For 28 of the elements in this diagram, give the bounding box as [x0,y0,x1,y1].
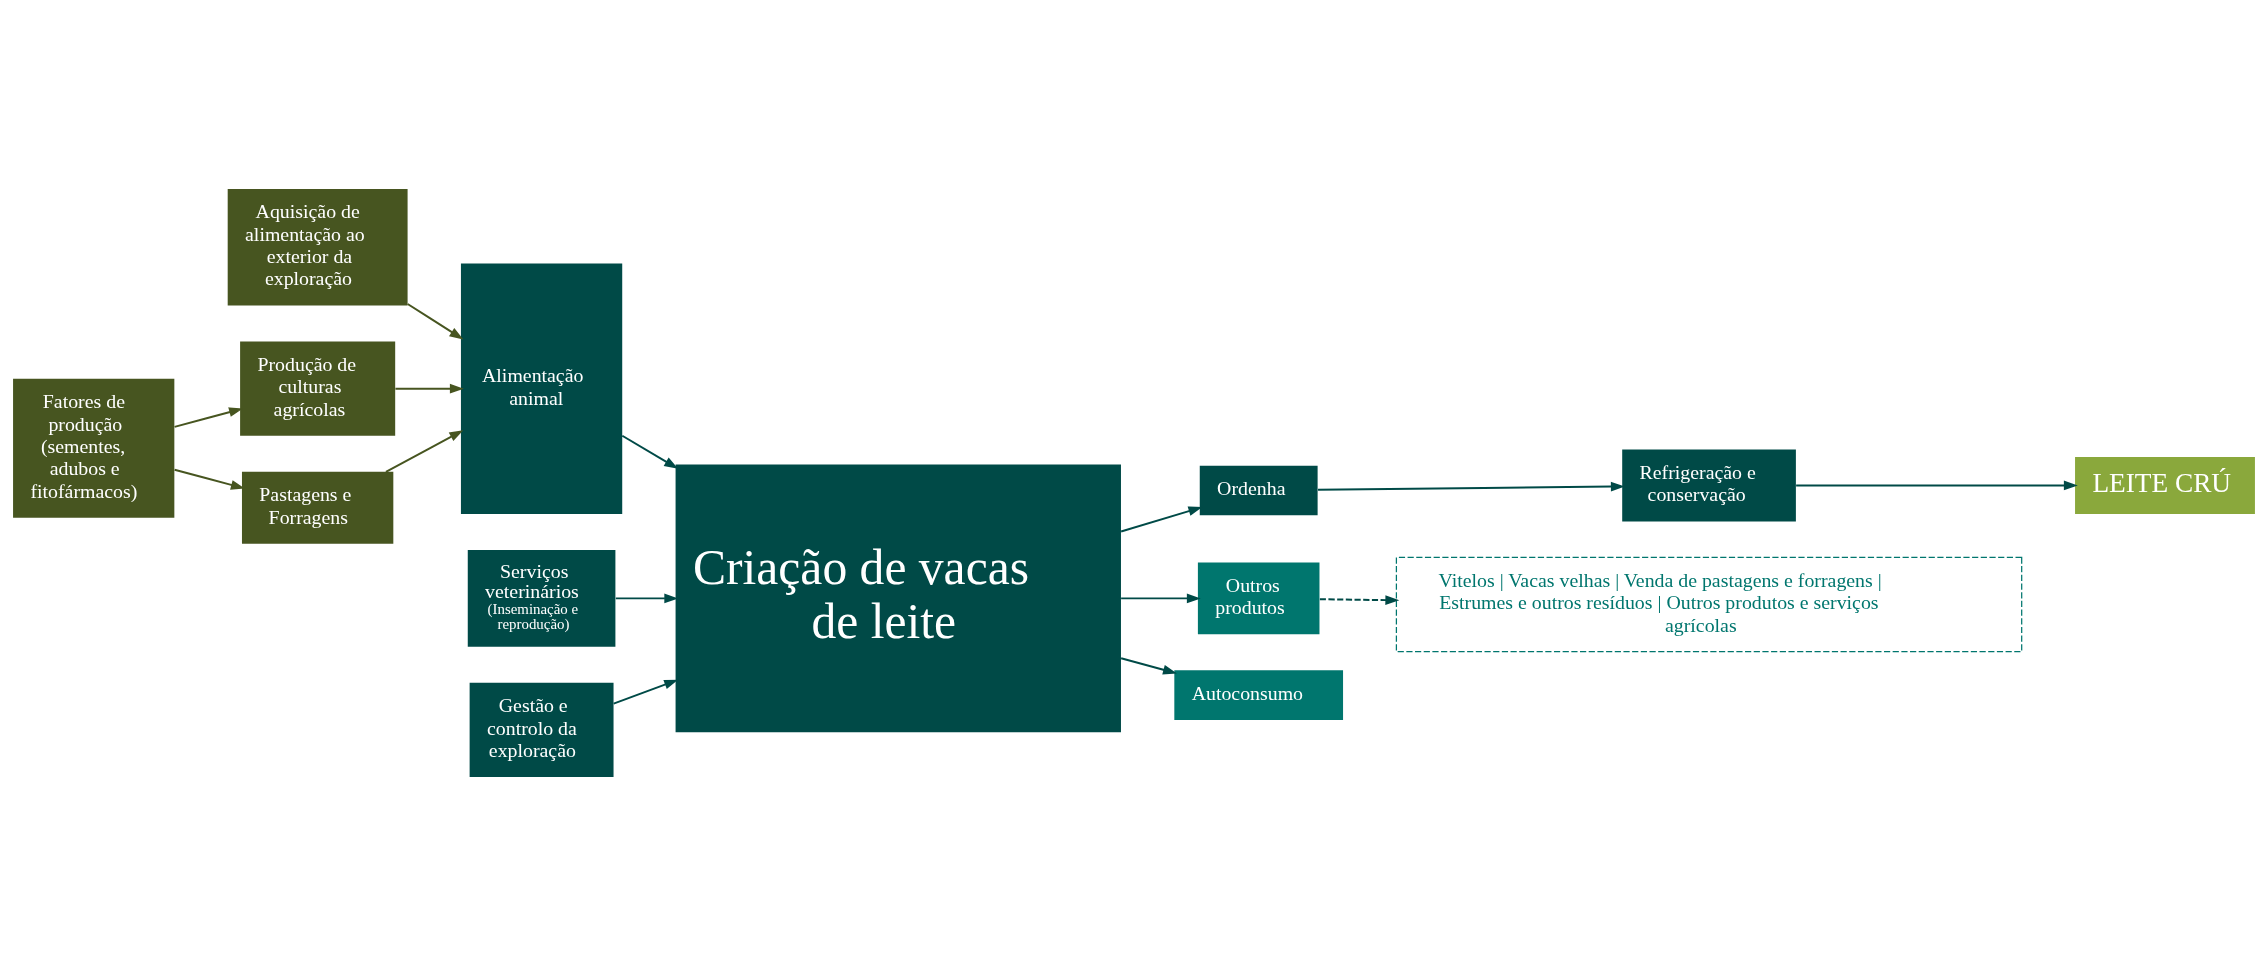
node-box: Produção de culturas agrícolas [240,341,396,436]
arrow [1120,593,1201,604]
arrow [1795,480,2078,491]
node-box: Pastagens e Forragens [241,471,394,544]
arrow [612,679,679,705]
arrow [621,434,679,469]
node-box: Fatores de produção (sementes, adubos e fitofármacos) [13,378,175,518]
arrow [614,593,679,604]
node-box: Gestão e controlo da exploração [469,682,614,778]
arrow [1317,481,1625,492]
node-box: Serviços veterinários (Inseminação e reprodução) [467,550,616,647]
node-box: Ordenha [1199,465,1318,516]
node-box: Alimentação animal [460,263,623,514]
node-box: Criação de vacas de leite [675,464,1121,733]
node-box: Vitelos | Vacas velhas | Venda de pastagens e forragens | Estrumes e outros resíduos | Outros produtos e serviços agrícolas [1395,556,2023,653]
node-box: Refrigeração e conservação [1622,449,1796,522]
arrow [394,383,464,394]
arrow [406,303,464,340]
arrow [1318,595,1400,605]
arrow [384,430,464,473]
arrow [173,407,243,428]
arrow [1120,506,1203,533]
node-box: Autoconsumo [1174,670,1344,720]
arrow [1120,657,1177,675]
node-box: Aquisição de alimentação ao exterior da exploração [227,188,408,306]
node-box: Outros produtos [1197,562,1320,635]
node-box: LEITE CRÚ [2075,456,2255,514]
arrow [173,468,245,490]
